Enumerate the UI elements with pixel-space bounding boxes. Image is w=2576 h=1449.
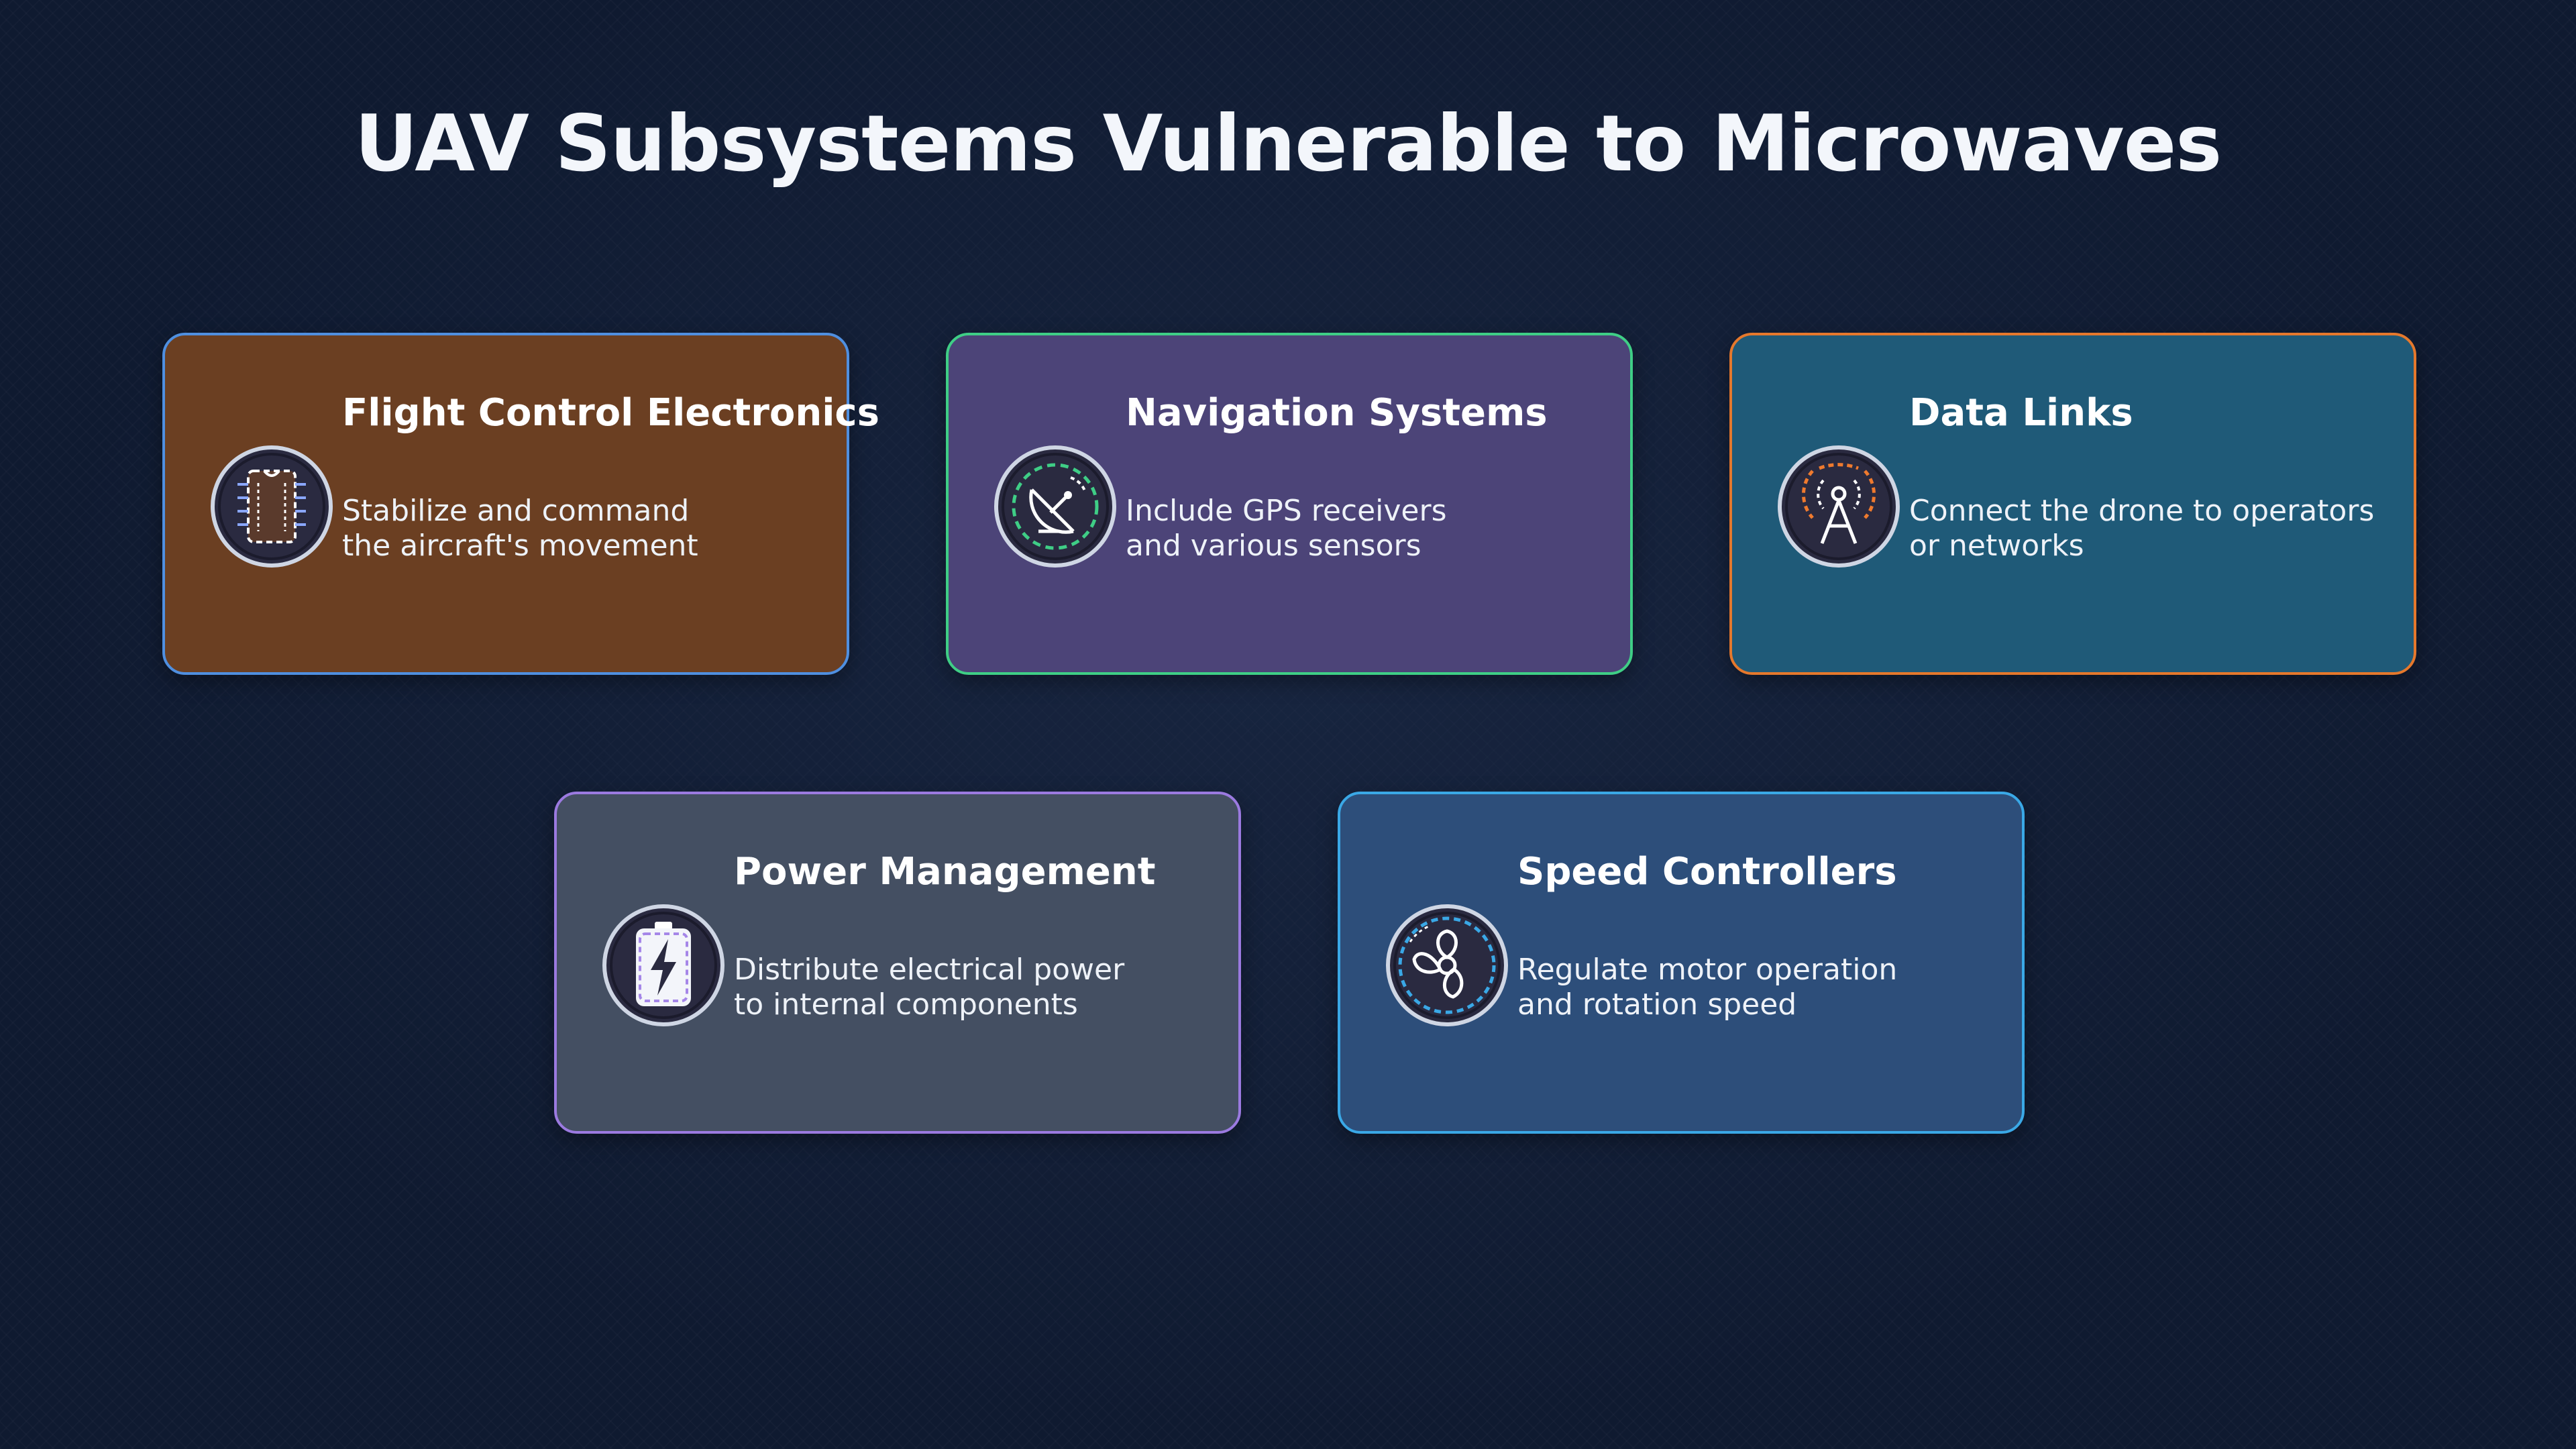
card-title: Flight Control Electronics: [342, 391, 879, 435]
card-title: Speed Controllers: [1517, 850, 1897, 894]
antenna-tower-icon: [1775, 443, 1902, 570]
card-title: Data Links: [1909, 391, 2133, 435]
card-description-line: or networks: [1909, 529, 2084, 563]
card-title: Power Management: [734, 850, 1156, 894]
card-description: Include GPS receivers and various sensor…: [1126, 494, 1595, 564]
card-description: Stabilize and command the aircraft's mov…: [342, 494, 812, 564]
card-description-line: and various sensors: [1126, 529, 1421, 563]
battery-bolt-icon: [600, 902, 727, 1029]
card-description: Distribute electrical power to internal …: [734, 953, 1203, 1022]
card-speed-controllers: Speed Controllers Regulate motor operati…: [1338, 792, 2025, 1134]
card-power-management: Power Management Distribute electrical p…: [554, 792, 1241, 1134]
card-description-line: and rotation speed: [1517, 987, 1797, 1022]
card-description-line: Stabilize and command: [342, 494, 690, 528]
card-description-line: Connect the drone to operators: [1909, 494, 2375, 528]
card-navigation-systems: Navigation Systems Include GPS receivers…: [946, 333, 1633, 675]
card-description-line: to internal components: [734, 987, 1078, 1022]
satellite-dish-icon: [991, 443, 1119, 570]
page-title: UAV Subsystems Vulnerable to Microwaves: [354, 99, 2222, 189]
card-data-links: Data Links Connect the drone to operator…: [1729, 333, 2416, 675]
card-description-line: Distribute electrical power: [734, 953, 1125, 987]
card-description: Regulate motor operation and rotation sp…: [1517, 953, 1987, 1022]
fan-icon: [1383, 902, 1511, 1029]
chip-icon: [208, 443, 335, 570]
card-description-line: the aircraft's movement: [342, 529, 698, 563]
card-description-line: Include GPS receivers: [1126, 494, 1447, 528]
card-flight-control-electronics: Flight Control Electronics Stabilize and…: [162, 333, 879, 675]
card-description: Connect the drone to operators or networ…: [1909, 494, 2379, 564]
card-description-line: Regulate motor operation: [1517, 953, 1898, 987]
card-title: Navigation Systems: [1126, 391, 1548, 435]
